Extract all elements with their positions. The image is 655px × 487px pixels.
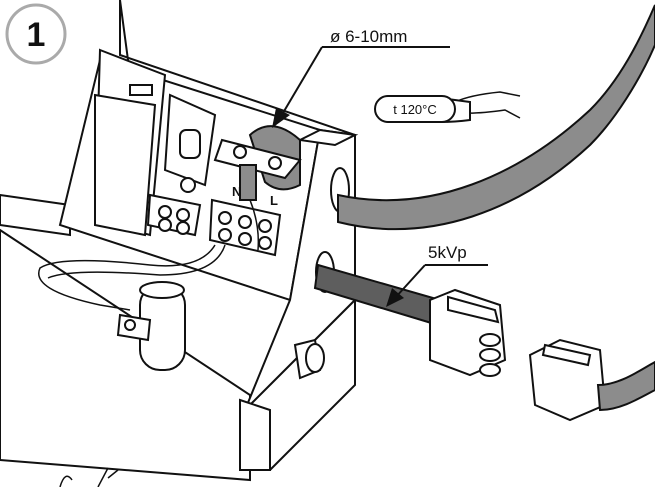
female-connector xyxy=(528,338,607,422)
female-cable xyxy=(596,360,655,412)
male-connector xyxy=(429,288,507,377)
bolt xyxy=(293,338,325,380)
terminal-l-label: L xyxy=(270,193,278,208)
cable-gland xyxy=(213,125,302,201)
cable-diameter-label: ø 6-10mm xyxy=(330,27,407,46)
step-number: 1 xyxy=(27,16,46,54)
capacitor xyxy=(116,281,186,371)
voltage-label: 5kVp xyxy=(428,243,467,262)
terminal-block-left xyxy=(146,177,202,237)
housing xyxy=(0,0,359,482)
handwritten-mark xyxy=(59,467,119,487)
internal-wires xyxy=(38,199,260,311)
mains-cable xyxy=(337,4,655,230)
voltage-callout: 5kVp xyxy=(386,243,488,307)
transformer xyxy=(93,48,217,237)
temperature-label: t 120°C xyxy=(393,102,437,117)
step-badge: 1 xyxy=(5,3,67,65)
terminal-block-right xyxy=(208,198,282,257)
diameter-callout: ø 6-10mm xyxy=(272,27,450,128)
temperature-callout: t 120°C xyxy=(374,91,521,124)
terminal-n-label: N xyxy=(232,184,241,199)
